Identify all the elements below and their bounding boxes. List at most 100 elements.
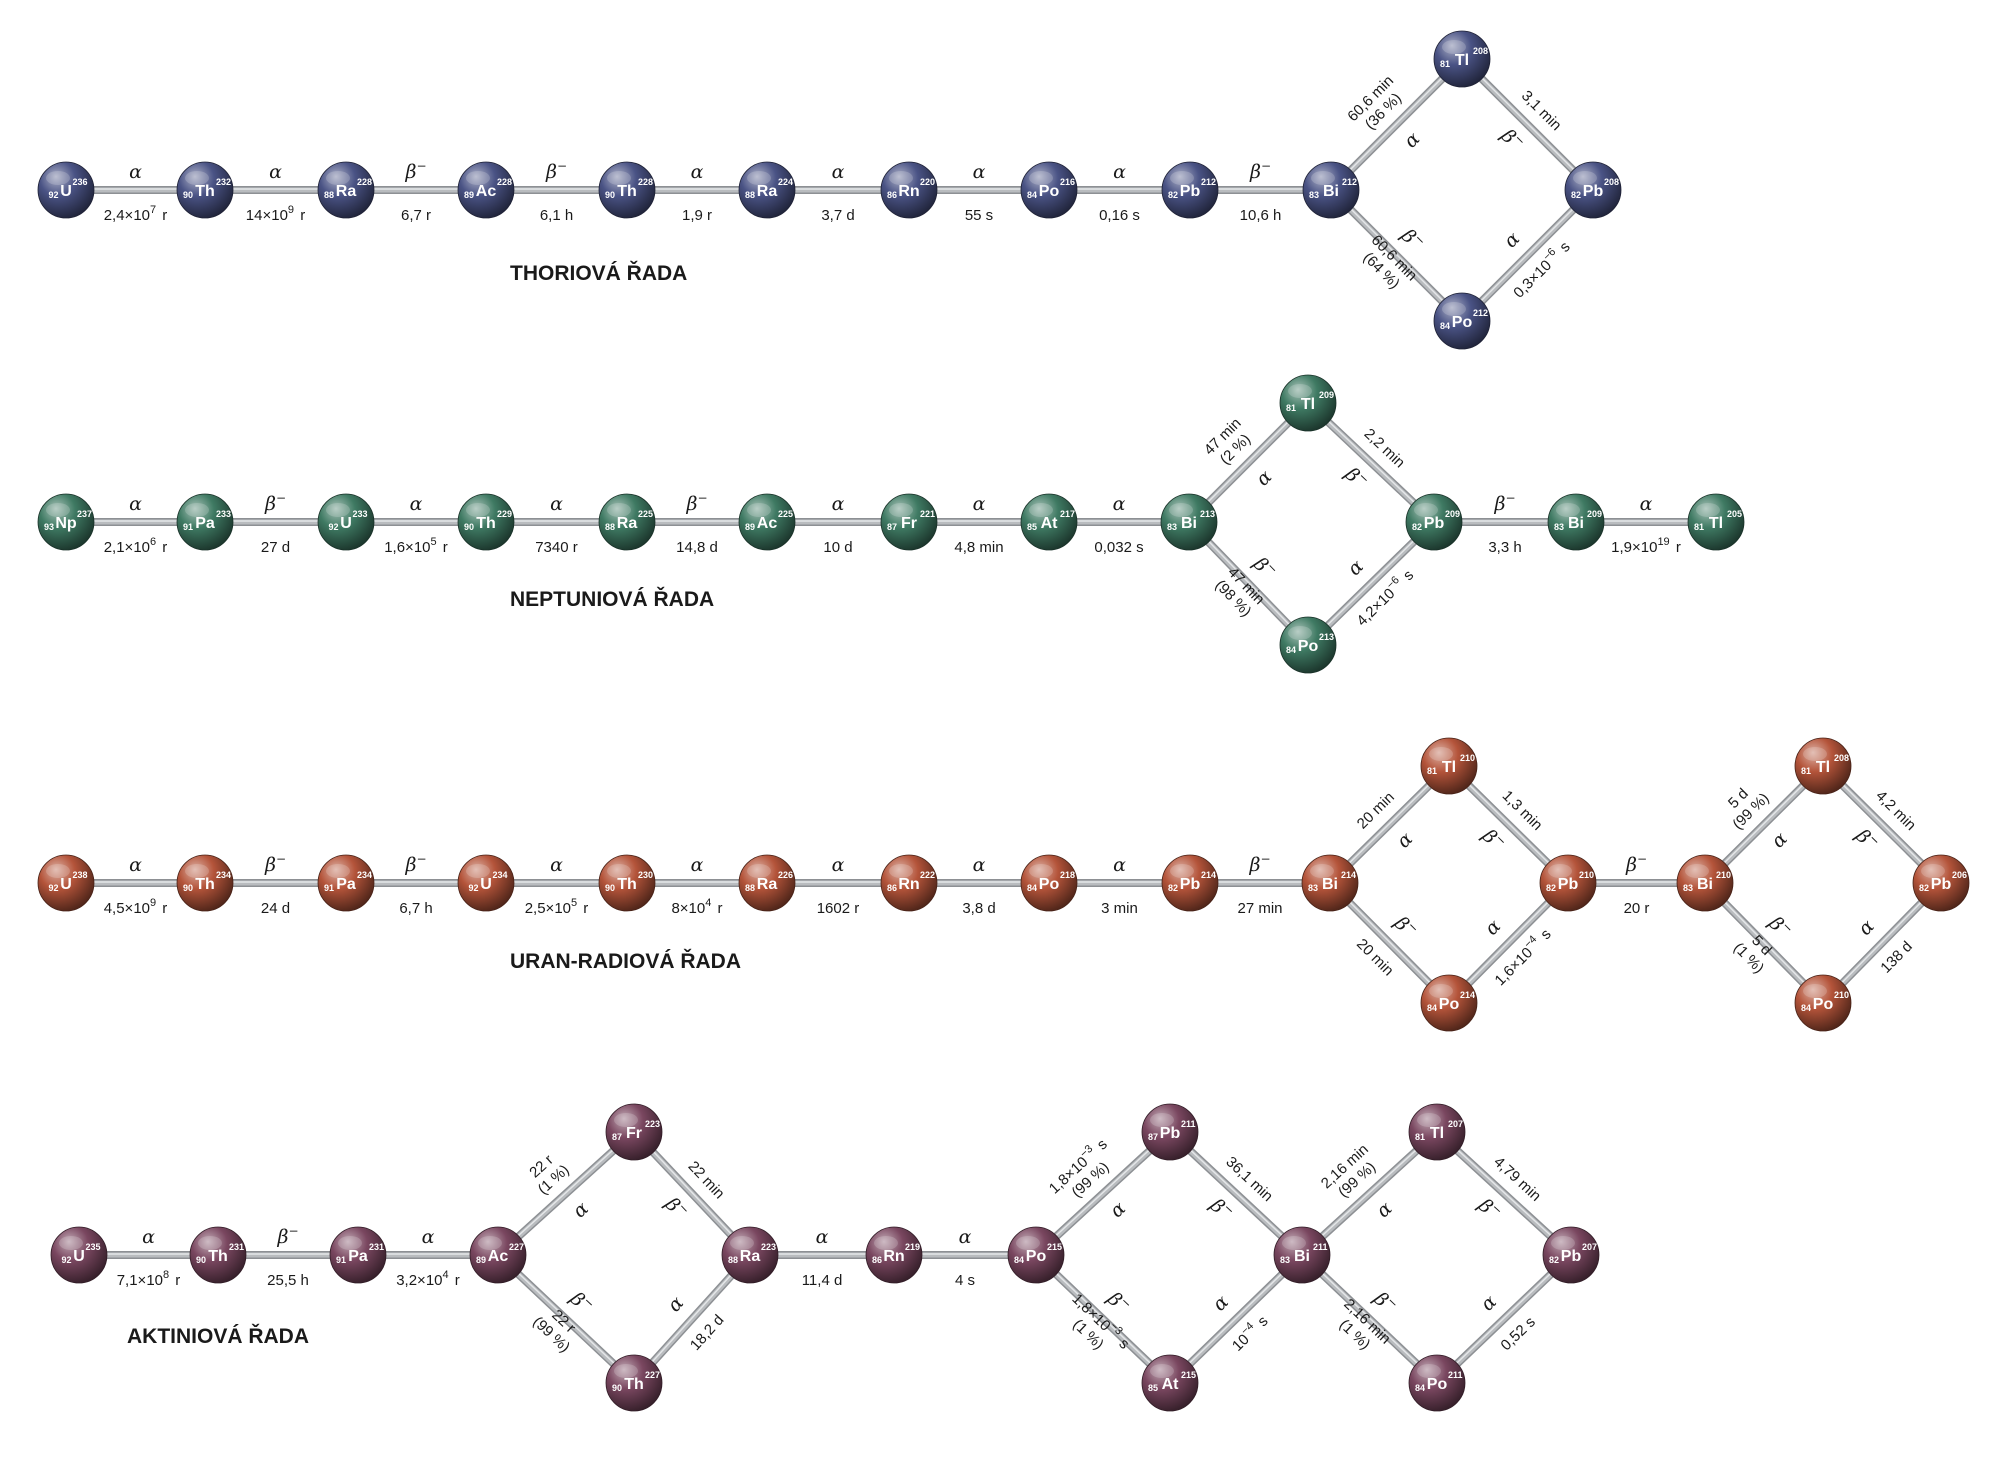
bond-Bi212-Po212 — [1327, 186, 1466, 325]
element-symbol: Ra — [757, 183, 778, 200]
link-Bi214-Tl210-decay: α — [1393, 828, 1418, 853]
element-symbol: Th — [195, 876, 215, 893]
atomic-number: 83 — [1280, 1255, 1290, 1265]
atomic-number: 85 — [1027, 522, 1037, 532]
element-symbol: Tl — [1709, 515, 1723, 532]
element-symbol: Bi — [1294, 1248, 1310, 1265]
mass-number: 234 — [216, 870, 231, 880]
atomic-number: 91 — [183, 522, 193, 532]
link-Pb212-Bi212-halflife: 10,6 h — [1240, 207, 1282, 224]
element-symbol: Ra — [740, 1248, 761, 1265]
atomic-number: 89 — [745, 522, 755, 532]
atomic-number: 91 — [336, 1255, 346, 1265]
mass-number: 235 — [86, 1242, 101, 1252]
atomic-number: 91 — [324, 883, 334, 893]
atomic-number: 82 — [1549, 1255, 1559, 1265]
link-Bi211-Tl207-halflife-group: 2,16 min(99 %) — [1318, 1141, 1379, 1201]
link-Bi211-Po211-decay: β− — [1369, 1286, 1402, 1319]
mass-number: 227 — [509, 1242, 524, 1252]
mass-number: 213 — [1319, 632, 1334, 642]
link-Fr223-Ra223-decay: β− — [660, 1191, 693, 1224]
mass-number: 211 — [1313, 1242, 1328, 1252]
mass-number: 212 — [1342, 177, 1357, 187]
link-Rn222-Po218-decay: α — [973, 854, 986, 876]
atomic-number: 92 — [48, 190, 58, 200]
element-symbol: Po — [1439, 996, 1460, 1013]
element-symbol: Bi — [1697, 876, 1713, 893]
link-Tl207-Pb207-halflife-group: 4,79 min — [1490, 1153, 1544, 1204]
bond-Tl207-Pb207 — [1433, 1128, 1575, 1259]
link-Ra225-Ac225-halflife: 14,8 d — [676, 539, 718, 556]
element-symbol: Tl — [1301, 396, 1315, 413]
link-Ra223-Rn219-decay: α — [816, 1226, 829, 1248]
bond-Po215-Pb211 — [1032, 1128, 1174, 1259]
mass-number: 213 — [1200, 509, 1215, 519]
link-Tl207-Pb207-halflife: 4,79 min — [1490, 1153, 1544, 1204]
atomic-number: 88 — [745, 190, 755, 200]
element-symbol: Pb — [1424, 515, 1445, 532]
link-Po215-At215-decay-group: β− — [1102, 1287, 1135, 1311]
link-Rn219-Po215-decay: α — [959, 1226, 972, 1248]
link-Bi212-Tl208-halflife-group: 60,6 min(36 %) — [1344, 72, 1405, 133]
atomic-number: 81 — [1440, 59, 1450, 69]
link-At217-Bi213-halflife: 0,032 s — [1094, 539, 1143, 556]
atomic-number: 87 — [612, 1132, 622, 1142]
mass-number: 228 — [638, 177, 653, 187]
mass-number: 236 — [73, 177, 88, 187]
link-Bi210-Tl206-decay-group: α — [1767, 828, 1792, 853]
element-symbol: Ra — [757, 876, 778, 893]
mass-number: 210 — [1460, 753, 1475, 763]
link-Tl207-Pb207-decay: β− — [1473, 1192, 1505, 1225]
mass-number: 225 — [638, 509, 653, 519]
mass-number: 231 — [229, 1242, 244, 1252]
mass-number: 208 — [1473, 46, 1488, 56]
link-Ra224-Rn220-decay: α — [832, 161, 845, 183]
link-Pb214-Bi214-decay: β− — [1248, 852, 1270, 876]
element-symbol: Pb — [1180, 183, 1201, 200]
link-Po216-Pb212-halflife: 0,16 s — [1099, 207, 1140, 224]
link-Th228-Ra224-halflife: 1,9 r — [682, 207, 712, 224]
atomic-number: 82 — [1571, 190, 1581, 200]
mass-number: 231 — [369, 1242, 384, 1252]
mass-number: 223 — [761, 1242, 776, 1252]
link-Th230-Ra226-halflife: 8×104 r — [671, 897, 722, 917]
atomic-number: 82 — [1919, 883, 1929, 893]
atomic-number: 92 — [468, 883, 478, 893]
link-Th229-Ra225-halflife: 7340 r — [535, 539, 578, 556]
element-symbol: U — [73, 1248, 85, 1265]
link-Ac228-Th228-halflife: 6,1 h — [540, 207, 573, 224]
link-Fr221-At217-decay: α — [973, 493, 986, 515]
link-Po210-Pb206-decay: α — [1854, 915, 1879, 940]
mass-number: 210 — [1834, 990, 1849, 1000]
element-symbol: Po — [1427, 1376, 1448, 1393]
link-Pb209-Bi209-halflife: 3,3 h — [1488, 539, 1521, 556]
link-Th229-Ra225-decay: α — [550, 493, 563, 515]
mass-number: 227 — [645, 1370, 660, 1380]
link-Bi213-Po213-decay-group: β− — [1248, 552, 1281, 576]
mass-number: 212 — [1473, 308, 1488, 318]
atomic-number: 93 — [44, 522, 54, 532]
atomic-number: 88 — [745, 883, 755, 893]
mass-number: 214 — [1460, 990, 1475, 1000]
link-Pb210-Bi210-halflife: 20 r — [1624, 900, 1650, 917]
link-Po215-Pb211-decay-group: α — [1106, 1197, 1130, 1222]
mass-number: 207 — [1448, 1119, 1463, 1129]
element-symbol: Ac — [488, 1248, 509, 1265]
element-symbol: Po — [1298, 638, 1319, 655]
link-Po211-Pb207-decay-group: α — [1477, 1291, 1502, 1316]
mass-number: 232 — [216, 177, 231, 187]
link-Bi210-Po210-decay-group: β− — [1764, 912, 1797, 936]
